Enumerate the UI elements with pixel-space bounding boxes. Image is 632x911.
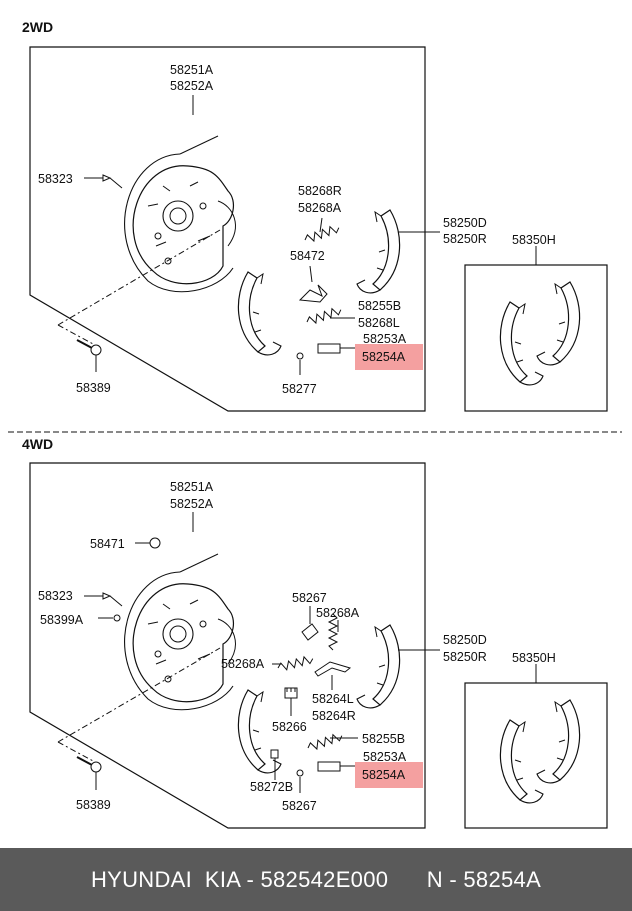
nut-4wd xyxy=(296,769,304,793)
label-bolt-small-4wd: 58399A xyxy=(40,613,84,627)
label-bolt-top-2wd: 58323 xyxy=(38,172,73,186)
parking-shoe-4wd xyxy=(499,699,581,804)
highlight-box-2wd xyxy=(355,344,423,370)
label-lever-4wd-b: 58264R xyxy=(312,709,356,723)
label-backing-plate-4wd-b: 58252A xyxy=(170,497,214,511)
shoe-right-4wd xyxy=(356,624,401,709)
bolt-top-2wd xyxy=(84,174,123,189)
shoe-left-2wd xyxy=(237,271,282,356)
bolt-bottom-2wd xyxy=(76,339,102,372)
label-highlight-2wd: 58254A xyxy=(362,350,406,364)
shoe-right-2wd xyxy=(356,209,401,294)
label-clip-4wd: 58266 xyxy=(272,720,307,734)
spring-lower-2wd xyxy=(305,305,343,327)
section-title-2wd: 2WD xyxy=(22,19,53,35)
parking-shoe-2wd xyxy=(499,281,581,386)
backing-plate-2wd xyxy=(124,135,237,293)
label-hold-spring-2wd-b: 58268A xyxy=(298,201,342,215)
label-strut-2wd: 58472 xyxy=(290,249,325,263)
label-parking-shoe-2wd: 58350H xyxy=(512,233,556,247)
lever-4wd xyxy=(314,661,352,690)
pin-bottom-4wd xyxy=(270,749,279,780)
label-hold-spring-2wd-a: 58268R xyxy=(298,184,342,198)
bolt-bottom-4wd xyxy=(76,756,102,790)
hold-spring-2wd xyxy=(303,223,341,245)
label-spring-left-4wd: 58268A xyxy=(221,657,265,671)
backing-plate-4wd xyxy=(124,553,237,711)
frame-parking-shoe-2wd xyxy=(464,264,608,412)
label-pin-4wd: 58267 xyxy=(292,591,327,605)
label-adjuster-2wd: 58253A xyxy=(363,332,407,346)
spring-left-4wd xyxy=(276,654,315,673)
label-spring-lower-4wd: 58255B xyxy=(362,732,405,746)
spring-lower-4wd xyxy=(306,731,344,753)
label-backing-plate-2wd-a: 58251A xyxy=(170,63,214,77)
label-highlight-4wd: 58254A xyxy=(362,768,406,782)
label-parking-shoe-4wd: 58350H xyxy=(512,651,556,665)
label-lever-4wd-a: 58264L xyxy=(312,692,354,706)
label-nut-4wd: 58267 xyxy=(282,799,317,813)
label-shoe-set-2wd-b: 58250R xyxy=(443,232,487,246)
label-hold-spring-4wd: 58268A xyxy=(316,606,360,620)
label-shoe-set-4wd-a: 58250D xyxy=(443,633,487,647)
frame-4wd xyxy=(29,462,426,829)
label-shoe-set-2wd-a: 58250D xyxy=(443,216,487,230)
label-nut-2wd: 58277 xyxy=(282,382,317,396)
strut-2wd xyxy=(298,284,328,303)
label-spring-lower-2wd-b: 58268L xyxy=(358,316,400,330)
label-bolt-bottom-2wd: 58389 xyxy=(76,381,111,395)
label-bolt-top-4wd: 58323 xyxy=(38,589,73,603)
label-backing-plate-4wd-a: 58251A xyxy=(170,480,214,494)
adjuster-2wd xyxy=(317,343,355,354)
grommet-4wd xyxy=(135,537,161,549)
bolt-top-4wd xyxy=(84,592,123,607)
label-backing-plate-2wd-b: 58252A xyxy=(170,79,214,93)
highlight-box-4wd xyxy=(355,762,423,788)
label-pin-bottom-4wd: 58272B xyxy=(250,780,293,794)
nut-2wd xyxy=(296,352,304,375)
parts-diagram: 2WD 58251A 58252A 58323 58268R 58268A 58… xyxy=(8,19,622,829)
label-adjuster-4wd: 58253A xyxy=(363,750,407,764)
adjuster-4wd xyxy=(317,761,355,772)
bolt-small-4wd xyxy=(98,614,121,622)
clip-4wd xyxy=(284,687,298,716)
pin-4wd xyxy=(301,606,319,641)
footer-part-number: HYUNDAI KIA - 582542E000 N - 58254A xyxy=(0,848,632,911)
label-spring-lower-2wd-a: 58255B xyxy=(358,299,401,313)
label-bolt-bottom-4wd: 58389 xyxy=(76,798,111,812)
frame-2wd xyxy=(29,46,426,412)
label-shoe-set-4wd-b: 58250R xyxy=(443,650,487,664)
section-title-4wd: 4WD xyxy=(22,436,53,452)
label-grommet-4wd: 58471 xyxy=(90,537,125,551)
frame-parking-shoe-4wd xyxy=(464,682,608,829)
